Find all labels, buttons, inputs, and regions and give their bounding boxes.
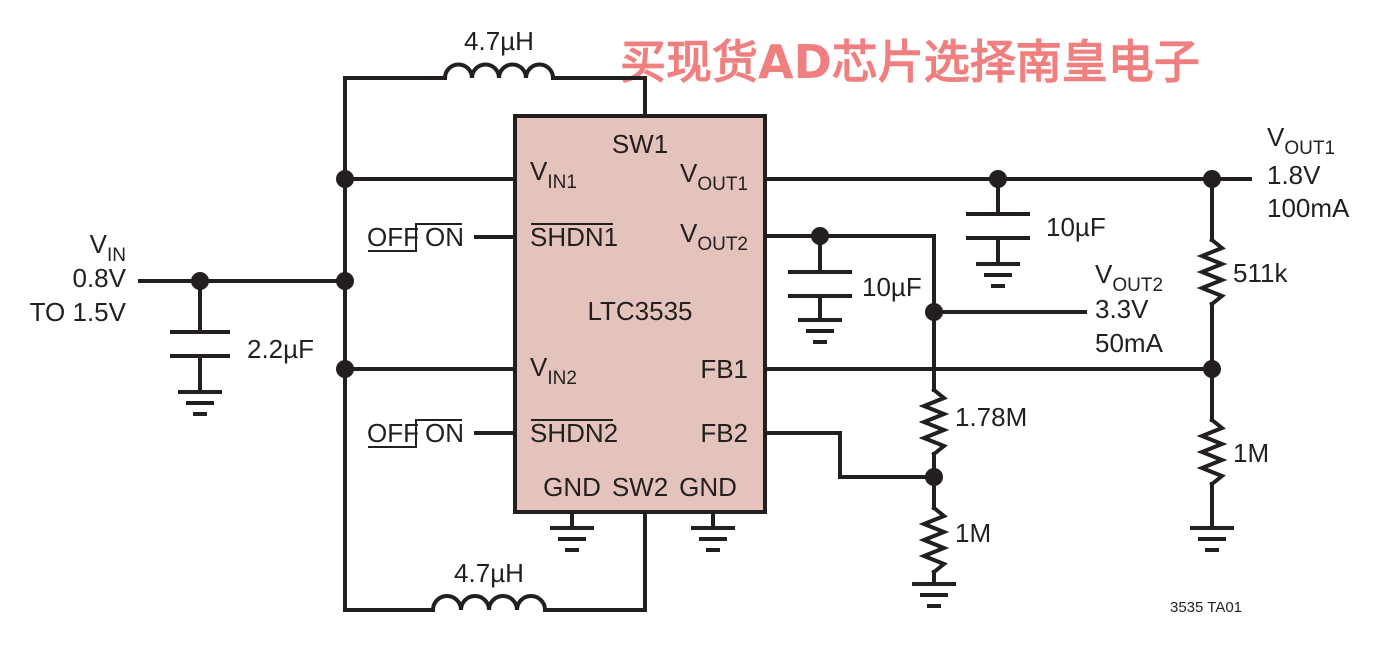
watermark: 买现货AD芯片选择南皇电子 — [620, 35, 1200, 89]
vout2-voltage: 3.3V — [1095, 294, 1149, 324]
ground-icon — [1190, 526, 1234, 552]
vin-range: TO 1.5V — [30, 297, 127, 327]
inductor-top-label: 4.7µH — [464, 26, 534, 56]
junction-dot — [336, 170, 354, 188]
vout2-label: VOUT2 — [1095, 259, 1163, 296]
junction-dot — [989, 170, 1007, 188]
output1-cap-label: 10µF — [1046, 212, 1106, 242]
ground-icon — [550, 510, 594, 552]
output1-r-top — [1196, 237, 1228, 307]
inductor-top — [442, 62, 556, 81]
output1-capacitor — [966, 212, 1030, 266]
pin-vin2: VIN2 — [530, 352, 577, 389]
vout1-current: 100mA — [1267, 193, 1350, 223]
pin-shdn1: SHDN1 — [530, 222, 618, 252]
junction-dot — [336, 360, 354, 378]
ground-icon — [976, 262, 1020, 288]
output2-r-bottom — [918, 505, 950, 575]
output1-wiring — [763, 177, 1252, 530]
shdn1-on-label: ON — [425, 222, 464, 252]
output2-r-bottom-label: 1M — [955, 518, 991, 548]
pin-fb1: FB1 — [700, 354, 748, 384]
junction-dot — [1203, 170, 1221, 188]
output1-r-top-label: 511k — [1233, 258, 1288, 288]
pin-shdn2: SHDN2 — [530, 418, 618, 448]
input-capacitor — [170, 330, 230, 394]
chip-name: LTC3535 — [587, 296, 692, 326]
output2-cap-label: 10µF — [862, 272, 922, 302]
ground-icon — [912, 582, 956, 608]
ground-icon — [178, 390, 222, 416]
input-cap-label: 2.2µF — [247, 334, 314, 364]
pin-vin1: VIN1 — [530, 156, 577, 193]
input-wiring — [138, 76, 647, 612]
shdn1-off-label: OFF — [367, 222, 419, 252]
pin-fb2: FB2 — [700, 418, 748, 448]
inductor-bottom — [430, 594, 548, 613]
shdn2-on-label: ON — [425, 418, 464, 448]
vout1-label: VOUT1 — [1267, 122, 1335, 159]
pin-sw1: SW1 — [612, 129, 668, 159]
pin-vout2: VOUT2 — [680, 218, 748, 255]
vin-label: VIN — [90, 229, 126, 266]
pin-sw2: SW2 — [612, 472, 668, 502]
vout1-voltage: 1.8V — [1267, 160, 1321, 190]
output1-r-bottom-label: 1M — [1233, 438, 1269, 468]
inductor-bottom-label: 4.7µH — [454, 558, 524, 588]
vin-voltage: 0.8V — [73, 263, 127, 293]
pin-gnd-right: GND — [679, 472, 737, 502]
shdn1-step-line — [368, 223, 462, 252]
junction-dot — [336, 272, 354, 290]
ground-icon — [691, 510, 735, 552]
vout2-current: 50mA — [1095, 328, 1164, 358]
output2-capacitor — [788, 270, 852, 322]
shdn2-off-label: OFF — [367, 418, 419, 448]
output2-r-top-label: 1.78M — [955, 402, 1027, 432]
junction-dot — [1203, 360, 1221, 378]
output1-r-bottom — [1196, 417, 1228, 487]
chip-body — [513, 114, 767, 514]
shdn2-step-line — [368, 419, 462, 448]
pin-gnd-left: GND — [543, 472, 601, 502]
junction-dot — [925, 303, 943, 321]
junction-dot — [191, 272, 209, 290]
pin-vout1: VOUT1 — [680, 158, 748, 195]
output2-r-top — [918, 387, 950, 457]
ground-icon — [798, 318, 842, 344]
output2-wiring — [763, 234, 1087, 586]
junction-dot — [811, 227, 829, 245]
figure-id: 3535 TA01 — [1170, 599, 1242, 616]
junction-dot — [925, 468, 943, 486]
